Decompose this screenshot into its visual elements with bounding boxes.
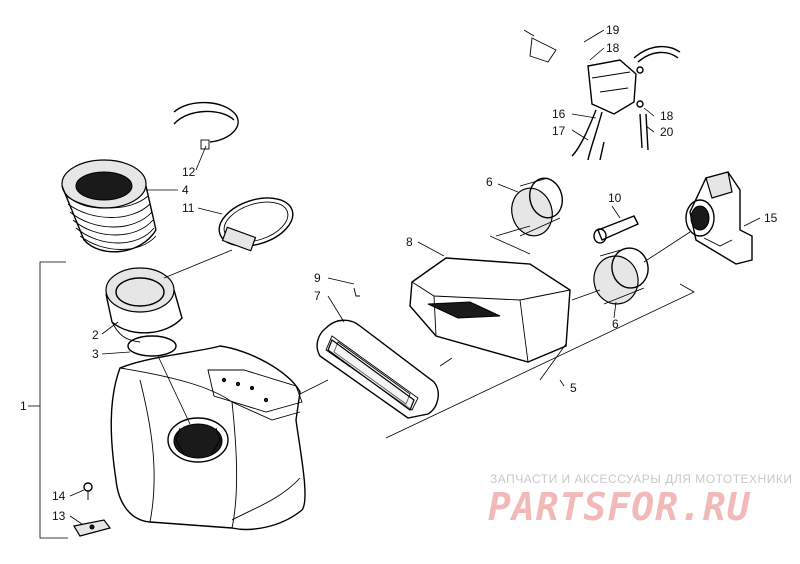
callout-19: 19 [606, 23, 620, 37]
band-clamp-part-12 [173, 101, 239, 150]
callout-15: 15 [764, 211, 778, 225]
bellows-boot-part-4 [61, 159, 157, 253]
callout-6-lower: 6 [612, 317, 619, 331]
screw-part-14 [83, 482, 93, 500]
callout-20: 20 [660, 125, 674, 139]
hose-clamp-part-11 [218, 197, 294, 252]
callout-8: 8 [406, 235, 413, 249]
callout-17: 17 [552, 124, 566, 138]
callout-2: 2 [92, 328, 99, 342]
clip-part-9 [353, 287, 360, 297]
plug-part-10 [593, 215, 639, 244]
callout-18-right: 18 [660, 109, 674, 123]
callout-3: 3 [92, 347, 99, 361]
watermark-tagline: ЗАПЧАСТИ И АКСЕССУАРЫ ДЛЯ МОТОТЕХНИКИ [490, 472, 792, 486]
carburetor-part-15 [685, 171, 753, 265]
bracket-part-13 [73, 519, 112, 537]
watermark-logo: PARTSFOR.RU [488, 485, 751, 529]
gasket-part-3 [127, 335, 177, 357]
callout-13: 13 [52, 509, 66, 523]
airbox-housing [110, 345, 306, 531]
filter-element-part-7 [316, 319, 439, 419]
callout-4: 4 [182, 183, 189, 197]
callout-18-top: 18 [606, 41, 620, 55]
rubber-boot-part-6-upper [511, 177, 563, 237]
callout-1: 1 [20, 399, 27, 413]
adapter-coupler-part-2 [105, 267, 183, 343]
filter-housing-part-8 [409, 257, 571, 363]
leader-lines [28, 29, 761, 539]
callout-7: 7 [314, 289, 321, 303]
callout-11: 11 [182, 201, 195, 215]
callout-12: 12 [182, 165, 196, 179]
callout-5: 5 [570, 381, 577, 395]
rubber-boot-part-6-lower [593, 247, 649, 305]
callout-6-upper: 6 [486, 175, 493, 189]
callout-16: 16 [552, 107, 566, 121]
callout-10: 10 [608, 191, 622, 205]
callout-labels: 1 2 3 4 11 12 14 13 9 7 8 5 6 6 10 15 19… [20, 23, 778, 523]
callout-14: 14 [52, 489, 66, 503]
callout-9: 9 [314, 271, 321, 285]
